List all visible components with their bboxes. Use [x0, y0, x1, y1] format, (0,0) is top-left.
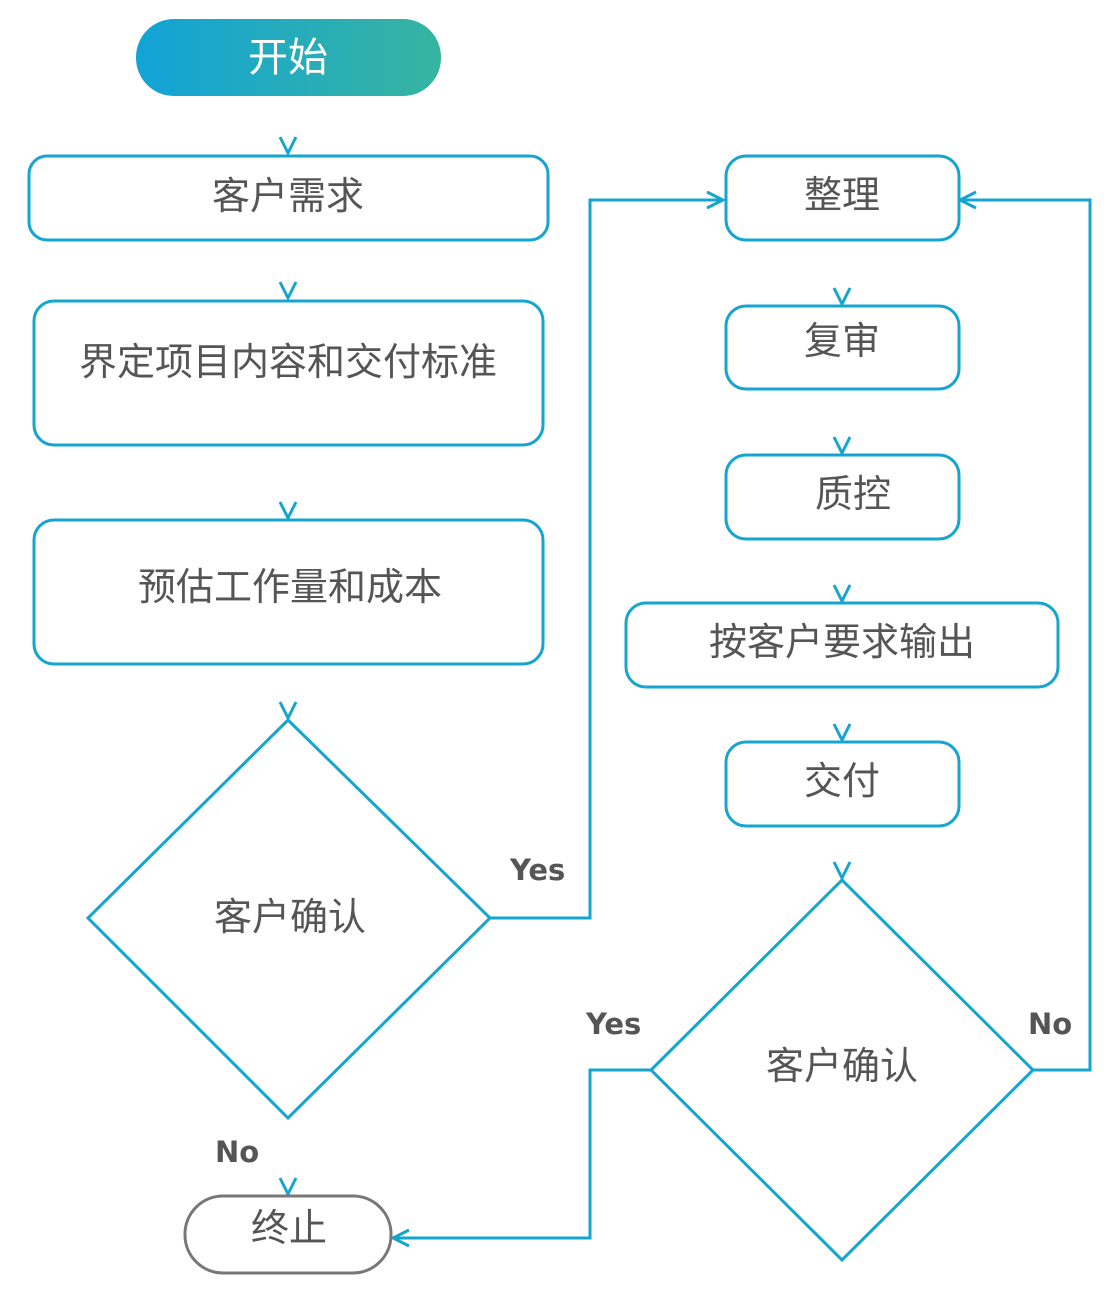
organize-node: 整理	[724, 154, 961, 242]
estimate-node: 预估工作量和成本	[32, 518, 545, 666]
output-label: 按客户要求输出	[709, 620, 975, 664]
left-yes-label: Yes	[509, 853, 565, 887]
right-no-label: No	[1028, 1007, 1072, 1041]
organize-label: 整理	[804, 173, 880, 217]
deliver-label: 交付	[804, 759, 880, 803]
estimate-label: 预估工作量和成本	[138, 565, 442, 609]
connector-confirm-right-yes-to-end	[393, 1068, 651, 1238]
right-yes-label: Yes	[585, 1007, 641, 1041]
end-node: 终止	[183, 1194, 393, 1275]
end-label: 终止	[251, 1206, 327, 1250]
connector-confirm-left-yes-to-organize	[490, 200, 723, 920]
confirm-left-label: 客户确认	[214, 895, 366, 939]
customer-request-label: 客户需求	[212, 174, 364, 218]
quality-control-label: 质控	[815, 472, 891, 516]
confirm-right-label: 客户确认	[766, 1044, 918, 1088]
define-scope-label: 界定项目内容和交付标准	[79, 340, 497, 384]
customer-request-node: 客户需求	[27, 154, 550, 242]
review-node: 复审	[724, 304, 961, 391]
left-no-label: No	[215, 1135, 259, 1169]
review-label: 复审	[804, 319, 880, 363]
output-node: 按客户要求输出	[624, 601, 1060, 689]
connector-confirm-right-no-to-organize	[960, 200, 1092, 1072]
start-node: 开始	[136, 19, 441, 96]
confirm-right-decision: 客户确认	[648, 877, 1036, 1263]
confirm-left-decision: 客户确认	[85, 717, 493, 1121]
define-scope-node: 界定项目内容和交付标准	[32, 299, 545, 447]
deliver-node: 交付	[724, 740, 961, 828]
quality-control-node: 质控	[724, 453, 961, 541]
start-label: 开始	[248, 35, 328, 81]
